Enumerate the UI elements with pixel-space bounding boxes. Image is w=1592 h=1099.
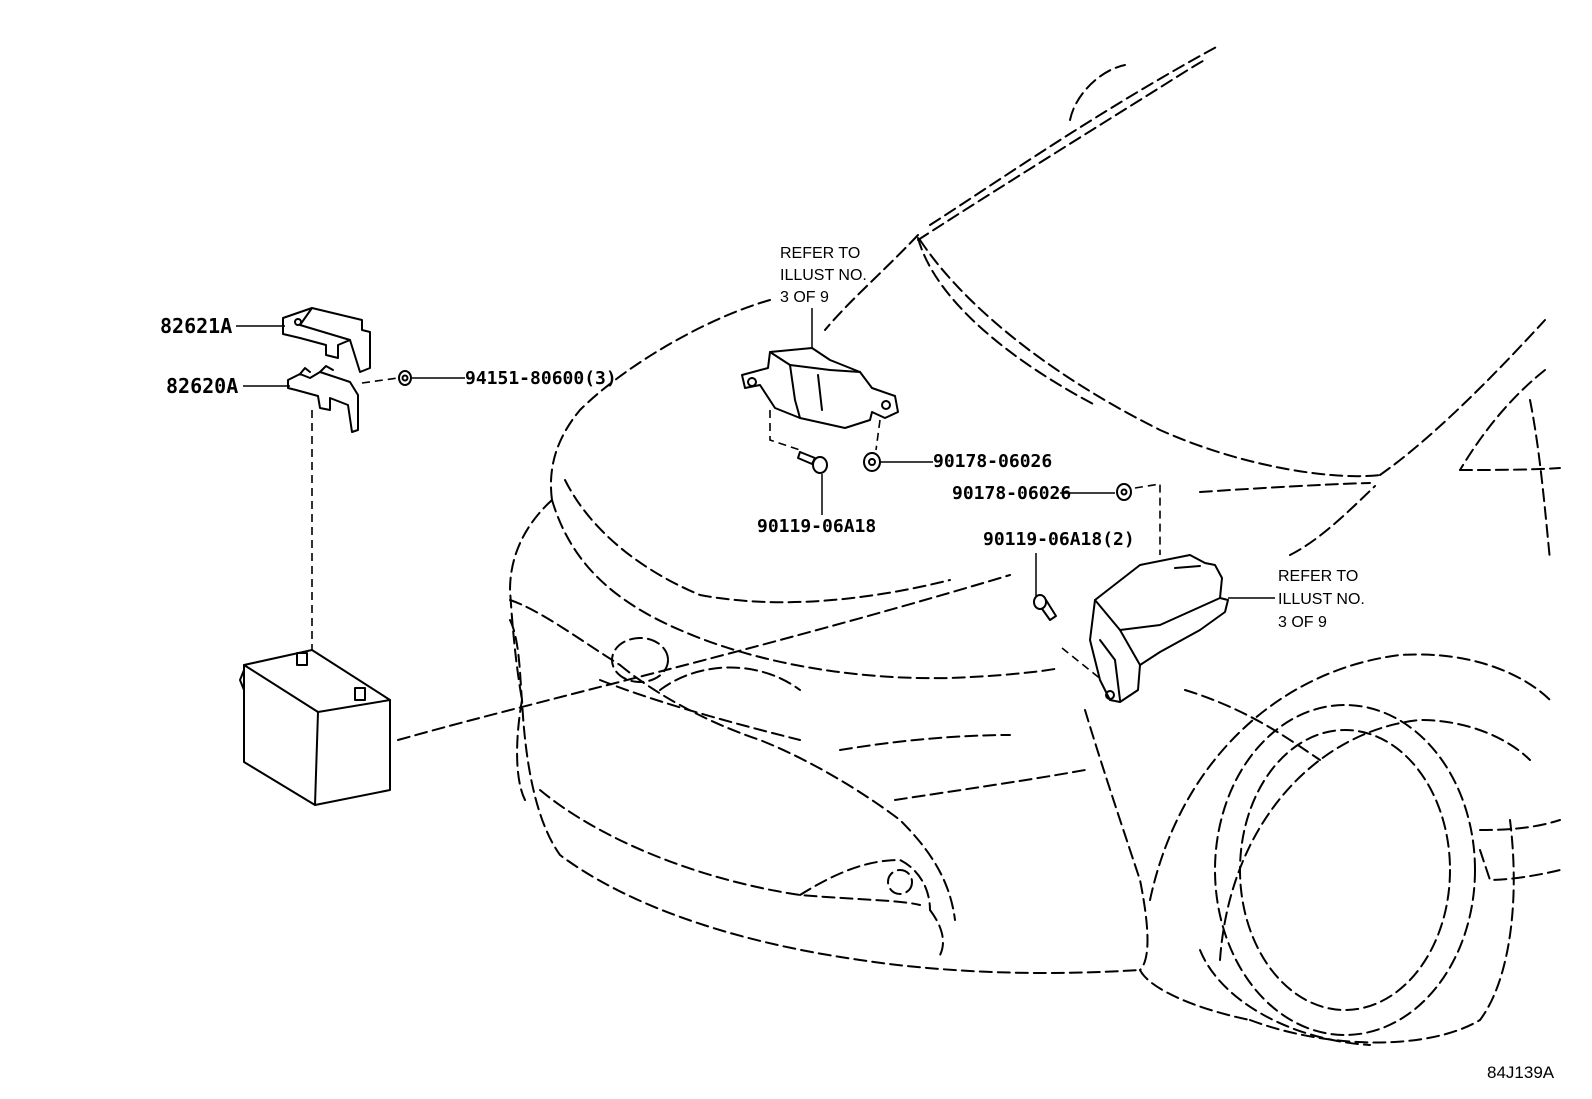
fuse-box (1089, 554, 1229, 703)
battery-bracket-82620a (287, 365, 359, 433)
label-94151-80600: 94151-80600(3) (465, 368, 617, 389)
battery-cover-82621a (282, 307, 371, 373)
note-relay-block-line-1: REFER TO (780, 245, 860, 262)
car-body-outline (397, 44, 1561, 1046)
note-relay-block-line-2: ILLUST NO. (780, 267, 867, 284)
leader-lines (236, 308, 1275, 599)
note-fuse-box-line-2: ILLUST NO. (1278, 591, 1365, 608)
note-fuse-box-line-1: REFER TO (1278, 568, 1358, 585)
illustration-code: 84J139A (1487, 1063, 1555, 1082)
label-82621a: 82621A (160, 314, 232, 338)
note-fuse-box-line-3: 3 OF 9 (1278, 614, 1327, 631)
bolt-90119-06a18-icon (797, 451, 828, 474)
relay-block (741, 347, 899, 429)
battery (239, 649, 391, 806)
label-90119-06a18-2: 90119-06A18(2) (983, 529, 1135, 550)
nut-90178-06026-relay-icon (863, 452, 881, 472)
bolt-90119-06a18-2-icon (1033, 594, 1057, 621)
label-90178-06026-fusebox: 90178-06026 (952, 483, 1071, 504)
nut-90178-06026-fusebox-icon (1116, 483, 1132, 501)
label-82620a: 82620A (166, 374, 238, 398)
nut-94151-icon (398, 370, 412, 386)
note-relay-block-line-3: 3 OF 9 (780, 289, 829, 306)
label-90178-06026-relay: 90178-06026 (933, 451, 1052, 472)
label-90119-06a18: 90119-06A18 (757, 516, 876, 537)
